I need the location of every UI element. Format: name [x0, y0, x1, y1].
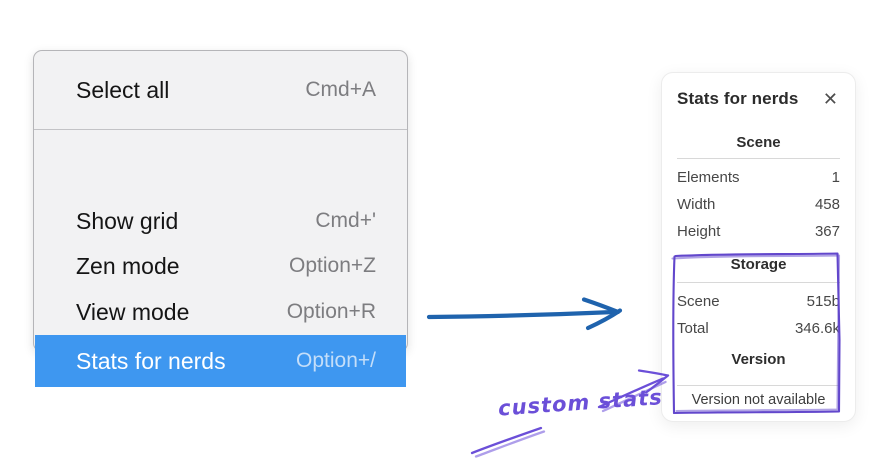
section-divider [677, 282, 840, 283]
stat-row-height: Height 367 [677, 221, 840, 242]
menu-item-label: View mode [76, 298, 190, 325]
menu-separator [34, 129, 407, 130]
menu-item-select-all[interactable]: Select all Cmd+A [35, 72, 406, 108]
flow-arrow [426, 297, 623, 331]
stat-value: 515b [806, 293, 840, 310]
menu-item-shortcut: Cmd+' [315, 209, 376, 232]
stat-label: Total [677, 320, 709, 337]
section-divider [677, 158, 840, 159]
menu-item-shortcut: Option+Z [289, 254, 376, 277]
stat-value: 1 [831, 169, 840, 186]
menu-item-shortcut: Option+/ [296, 349, 376, 372]
stat-value: 458 [814, 196, 840, 213]
stat-row-total-storage: Total 346.6k [677, 318, 840, 339]
section-divider [677, 385, 840, 386]
stats-panel-title: Stats for nerds [677, 89, 799, 108]
menu-item-label: Stats for nerds [76, 347, 226, 374]
stat-row-width: Width 458 [677, 194, 840, 215]
stat-label: Width [677, 196, 716, 213]
close-icon[interactable]: ✕ [822, 89, 838, 109]
stat-label: Height [677, 223, 721, 240]
menu-item-label: Show grid [76, 207, 179, 234]
section-heading-scene: Scene [736, 134, 781, 151]
stat-value: 367 [814, 223, 840, 240]
stat-label: Scene [677, 293, 720, 310]
annotation-label: custom stats [497, 385, 664, 421]
stats-panel: Stats for nerds ✕ Scene Elements 1 Width… [661, 72, 856, 422]
section-heading-version: Version [731, 351, 786, 368]
menu-item-stats-for-nerds[interactable]: Stats for nerds Option+/ [35, 335, 406, 387]
canvas-context-menu: Select all Cmd+A Show grid Cmd+' Zen mod… [33, 50, 408, 387]
stats-panel-header: Stats for nerds ✕ [677, 87, 840, 111]
menu-item-shortcut: Option+R [286, 300, 376, 323]
version-note: Version not available [691, 392, 826, 408]
menu-item-shortcut: Cmd+A [305, 78, 376, 101]
stat-value: 346.6k [794, 320, 840, 337]
menu-item-zen-mode[interactable]: Zen mode Option+Z [35, 248, 406, 284]
menu-item-label: Zen mode [76, 252, 180, 279]
stat-label: Elements [677, 169, 740, 186]
menu-item-view-mode[interactable]: View mode Option+R [35, 294, 406, 330]
section-heading-storage: Storage [730, 256, 787, 273]
menu-item-show-grid[interactable]: Show grid Cmd+' [35, 203, 406, 239]
menu-item-label: Select all [76, 76, 170, 103]
stat-row-elements: Elements 1 [677, 167, 840, 188]
stat-row-scene-storage: Scene 515b [677, 291, 840, 312]
